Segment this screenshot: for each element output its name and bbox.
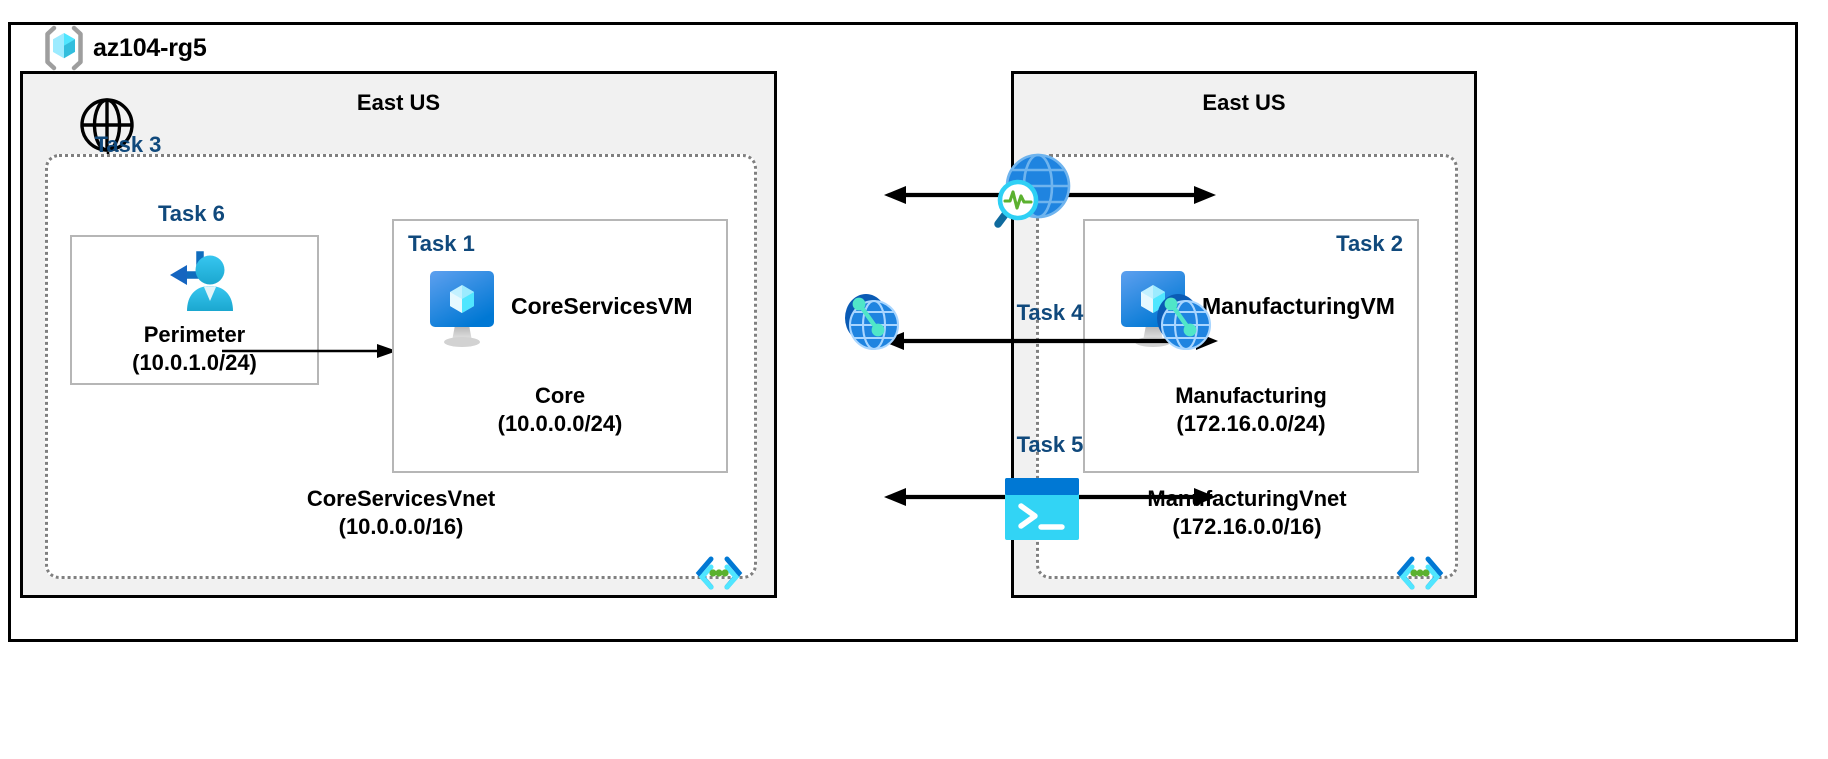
subnet-manufacturing-name: Manufacturing (1175, 383, 1327, 408)
resource-group-header: az104-rg5 (41, 25, 309, 71)
subnet-core-name: Core (534, 383, 586, 408)
task-label-1: Task 1 (408, 231, 475, 256)
vnet-peering-icon (1152, 288, 1216, 358)
region-title-right: East US (1202, 90, 1286, 115)
subnet-core: Task 1 (392, 219, 728, 473)
subnet-brackets-icon (1396, 556, 1444, 590)
vnet-manufacturing-label: ManufacturingVnet (172.16.0.0/16) (1039, 485, 1455, 541)
vnet-manufacturing-cidr: (172.16.0.0/16) (1172, 514, 1322, 540)
vnet-peering-icon (840, 288, 904, 358)
subnet-manufacturing-label: Manufacturing (172.16.0.0/24) (1085, 382, 1417, 438)
subnet-core-cidr: (10.0.0.0/24) (497, 411, 623, 437)
resource-group-name: az104-rg5 (93, 33, 207, 62)
vnet-coreservices: Task 6 (45, 154, 757, 590)
vnet-manufacturing: Task 2 (1036, 154, 1458, 590)
subnet-perimeter: Perimeter (10.0.1.0/24) (70, 235, 319, 385)
task-label-4: Task 4 (1016, 300, 1084, 325)
task-label-3: Task 3 (94, 132, 162, 157)
vm-name-manufacturing: ManufacturingVM (1202, 293, 1395, 319)
vm-name-coreservices: CoreServicesVM (511, 293, 693, 319)
internet-globe-icon (78, 96, 136, 154)
vnet-coreservices-name: CoreServicesVnet (306, 486, 496, 511)
network-watcher-icon (985, 152, 1077, 240)
region-panel-left: East US Task 6 (20, 71, 777, 598)
region-panel-right: East US Task 2 (1011, 71, 1477, 598)
virtual-machine-icon (426, 269, 498, 349)
user-connect-icon (164, 249, 234, 315)
task-label-2: Task 2 (1336, 231, 1403, 256)
task-label-5: Task 5 (1016, 432, 1084, 457)
vnet-coreservices-cidr: (10.0.0.0/16) (338, 514, 464, 540)
task-label-6: Task 6 (158, 201, 225, 226)
subnet-manufacturing: Task 2 (1083, 219, 1419, 473)
cloud-shell-icon (1005, 478, 1079, 540)
azure-resource-group-cube-icon (41, 25, 87, 71)
resource-group-container: az104-rg5 East US (8, 22, 1798, 642)
subnet-manufacturing-cidr: (172.16.0.0/24) (1176, 411, 1326, 437)
subnet-perimeter-cidr: (10.0.1.0/24) (132, 350, 257, 376)
subnet-core-label: Core (10.0.0.0/24) (394, 382, 726, 438)
vnet-coreservices-label: CoreServicesVnet (10.0.0.0/16) (48, 485, 754, 541)
region-title-left: East US (356, 90, 441, 115)
subnet-perimeter-name: Perimeter (143, 322, 246, 347)
arrow-perimeter-to-core (222, 342, 398, 360)
subnet-perimeter-label: Perimeter (10.0.1.0/24) (72, 321, 317, 377)
subnet-brackets-icon (695, 556, 743, 590)
